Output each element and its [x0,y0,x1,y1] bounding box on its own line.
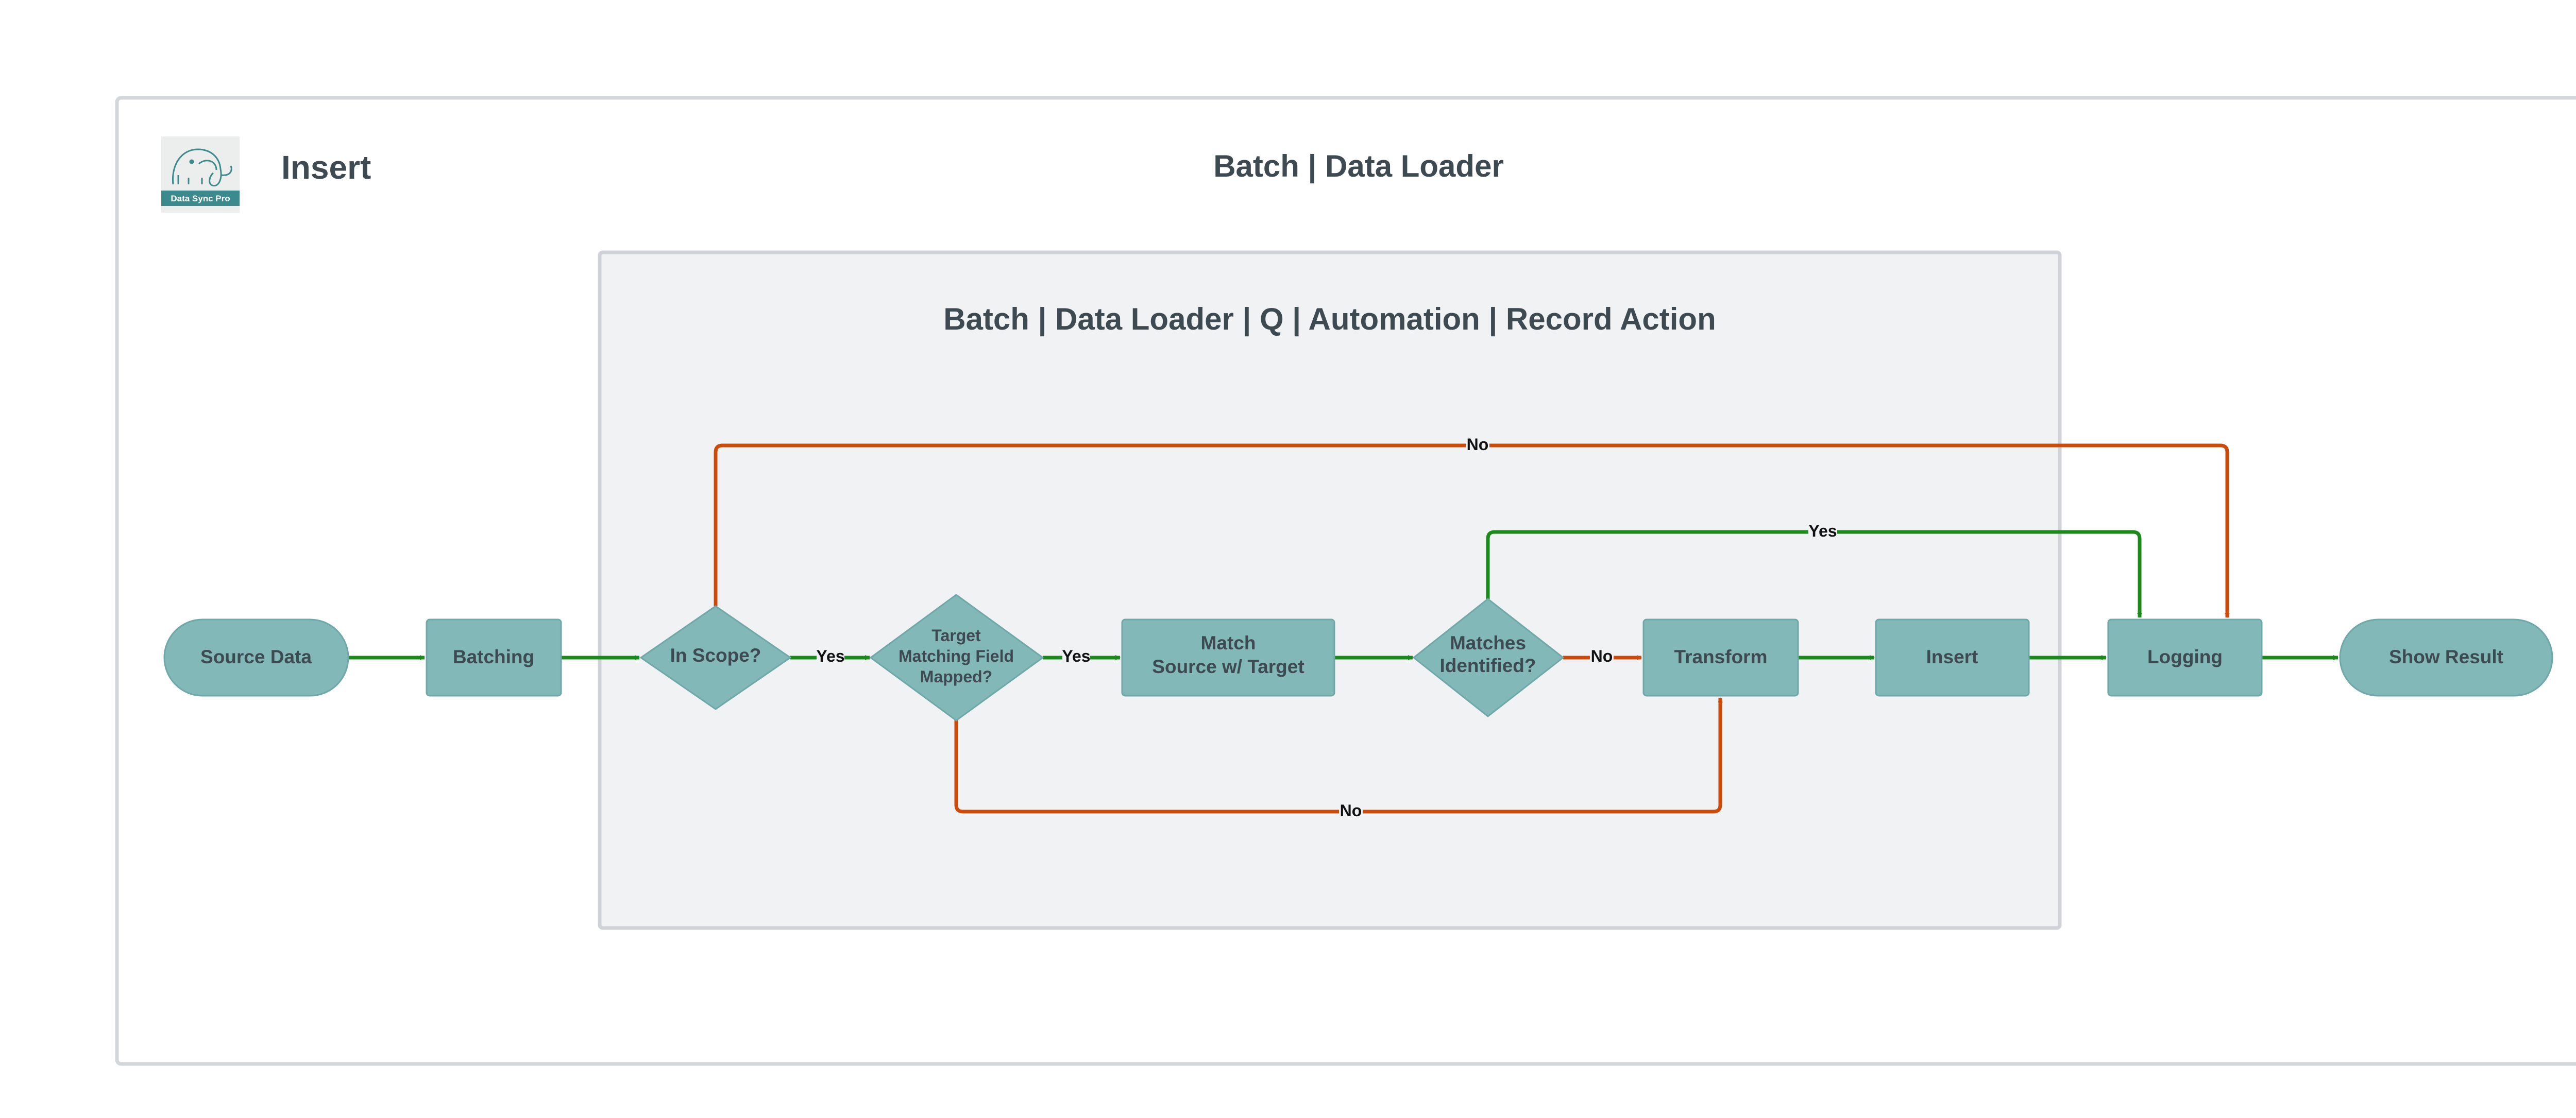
node-batching: Batching [426,618,562,697]
logo-text: Data Sync Pro [171,194,230,203]
svg-text:Show Result: Show Result [2389,646,2503,667]
svg-text:Batching: Batching [453,646,534,667]
node-match-source-target: Match Source w/ Target [1121,618,1335,697]
node-show-result: Show Result [2339,618,2553,697]
group-title: Batch | Data Loader | Q | Automation | R… [943,302,1716,337]
edge-label-targetfield-yes: Yes [1062,647,1091,665]
page-label: Insert [281,149,371,186]
node-matches-identified: Matches Identified? [1413,598,1564,717]
svg-text:No: No [1467,435,1489,454]
edge-label-inscope-no: No [1466,435,1489,454]
svg-text:Target: Target [931,626,981,645]
node-transform: Transform [1642,618,1799,697]
svg-text:In Scope?: In Scope? [670,645,761,666]
edge-label-targetfield-no: No [1339,801,1363,820]
node-logging: Logging [2107,618,2263,697]
svg-text:Logging: Logging [2147,646,2223,667]
svg-text:Transform: Transform [1674,646,1768,667]
svg-text:Source w/ Target: Source w/ Target [1152,656,1304,677]
node-insert: Insert [1875,618,2030,697]
svg-text:Yes: Yes [1062,647,1090,665]
page-title: Batch | Data Loader [1213,149,1504,184]
elephant-icon [172,148,232,187]
svg-text:Insert: Insert [1926,646,1978,667]
svg-text:Identified?: Identified? [1439,655,1536,676]
svg-text:Source Data: Source Data [200,646,312,667]
svg-text:Matches: Matches [1450,632,1526,653]
node-in-scope: In Scope? [640,605,791,710]
svg-text:Yes: Yes [1808,522,1837,540]
svg-text:Yes: Yes [816,647,844,665]
svg-text:No: No [1591,647,1613,665]
edge-label-matches-yes: Yes [1808,522,1837,540]
edge-label-matches-no: No [1590,647,1614,665]
svg-text:Match: Match [1201,632,1256,653]
group-box [598,250,2062,930]
svg-text:No: No [1340,801,1362,820]
edge-label-inscope-yes: Yes [816,647,845,665]
logo: Data Sync Pro [161,136,240,213]
node-source-data: Source Data [163,618,349,697]
edge-targetfield-no [954,697,1723,814]
svg-text:Mapped?: Mapped? [920,667,992,686]
svg-text:Matching Field: Matching Field [899,647,1014,665]
node-target-matching-field: Target Matching Field Mapped? [870,594,1044,721]
